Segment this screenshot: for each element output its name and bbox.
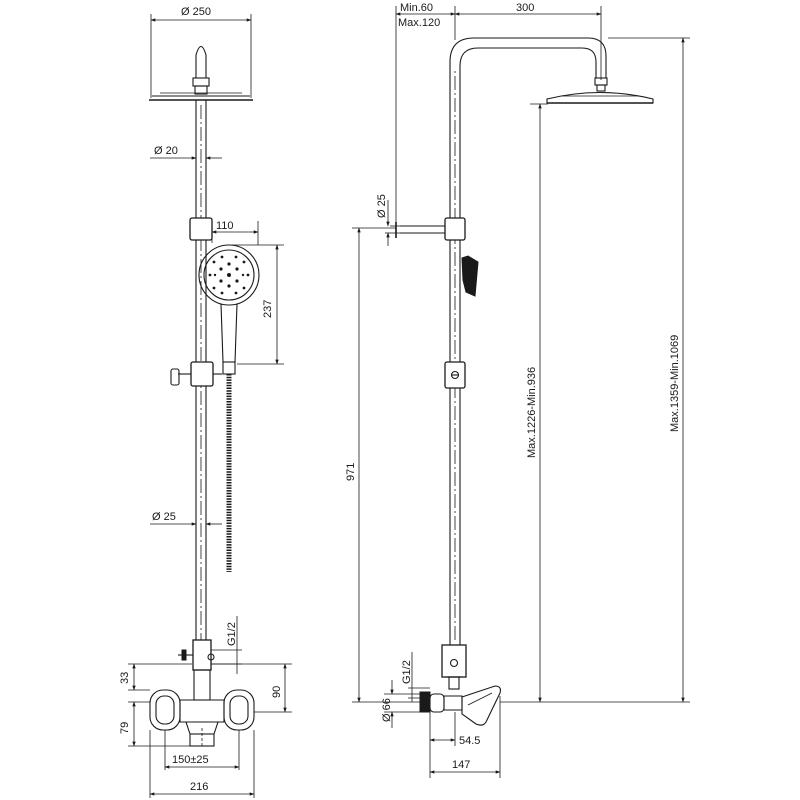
front-upper-slider — [189, 217, 213, 241]
arm-length-label: 300 — [516, 2, 534, 14]
mixer-height-label: 90 — [271, 686, 283, 698]
inlet-spacing-label: 150±25 — [172, 754, 209, 766]
front-holder-bracket — [170, 361, 222, 387]
head-height-range-label: Max.1226-Min.936 — [526, 367, 538, 458]
side-diverter — [441, 644, 467, 690]
inlet-offset-label: 33 — [119, 672, 131, 684]
front-shower-head — [149, 45, 253, 101]
bracket-height-label: 971 — [345, 463, 357, 481]
overall-height-range-label: Max.1359-Min.1069 — [669, 335, 681, 432]
riser-upper-diameter-label: Ø 20 — [154, 145, 178, 157]
overall-width-label: 216 — [190, 781, 208, 793]
mixer-projection-label: 147 — [452, 759, 470, 771]
mixer-diameter-label: Ø 66 — [381, 698, 393, 722]
side-mixer — [419, 685, 501, 726]
mixer-depth-label: 79 — [119, 722, 131, 734]
side-hand-shower — [461, 255, 479, 297]
front-dimensions: Ø 250 Ø 20 110 237 Ø 25 G1/2 — [119, 6, 292, 798]
front-view: Ø 250 Ø 20 110 237 Ø 25 G1/2 — [119, 6, 292, 798]
side-shower-head — [546, 77, 654, 104]
handshower-width-label: 110 — [216, 220, 234, 232]
handshower-height-label: 237 — [262, 300, 274, 318]
mixer-offset-label: 54.5 — [459, 735, 480, 747]
side-slider — [444, 361, 466, 389]
front-hand-shower — [198, 244, 260, 375]
head-diameter-label: Ø 250 — [181, 6, 211, 18]
side-wall-bracket — [395, 217, 466, 241]
arm-max-label: Max.120 — [398, 17, 440, 29]
arm-min-label: Min.60 — [400, 2, 433, 14]
front-inlet-thread-label: G1/2 — [226, 622, 238, 646]
side-riser-pipe — [449, 37, 607, 645]
side-dimensions: Min.60 Max.120 300 Ø 25 971 Max.1226-Min… — [345, 2, 690, 778]
front-mixer — [149, 669, 255, 748]
side-inlet-thread-label: G1/2 — [401, 660, 413, 684]
front-diverter — [178, 639, 215, 671]
side-view: Min.60 Max.120 300 Ø 25 971 Max.1226-Min… — [345, 2, 690, 778]
bracket-diameter-label: Ø 25 — [376, 194, 388, 218]
riser-lower-diameter-label: Ø 25 — [152, 511, 176, 523]
